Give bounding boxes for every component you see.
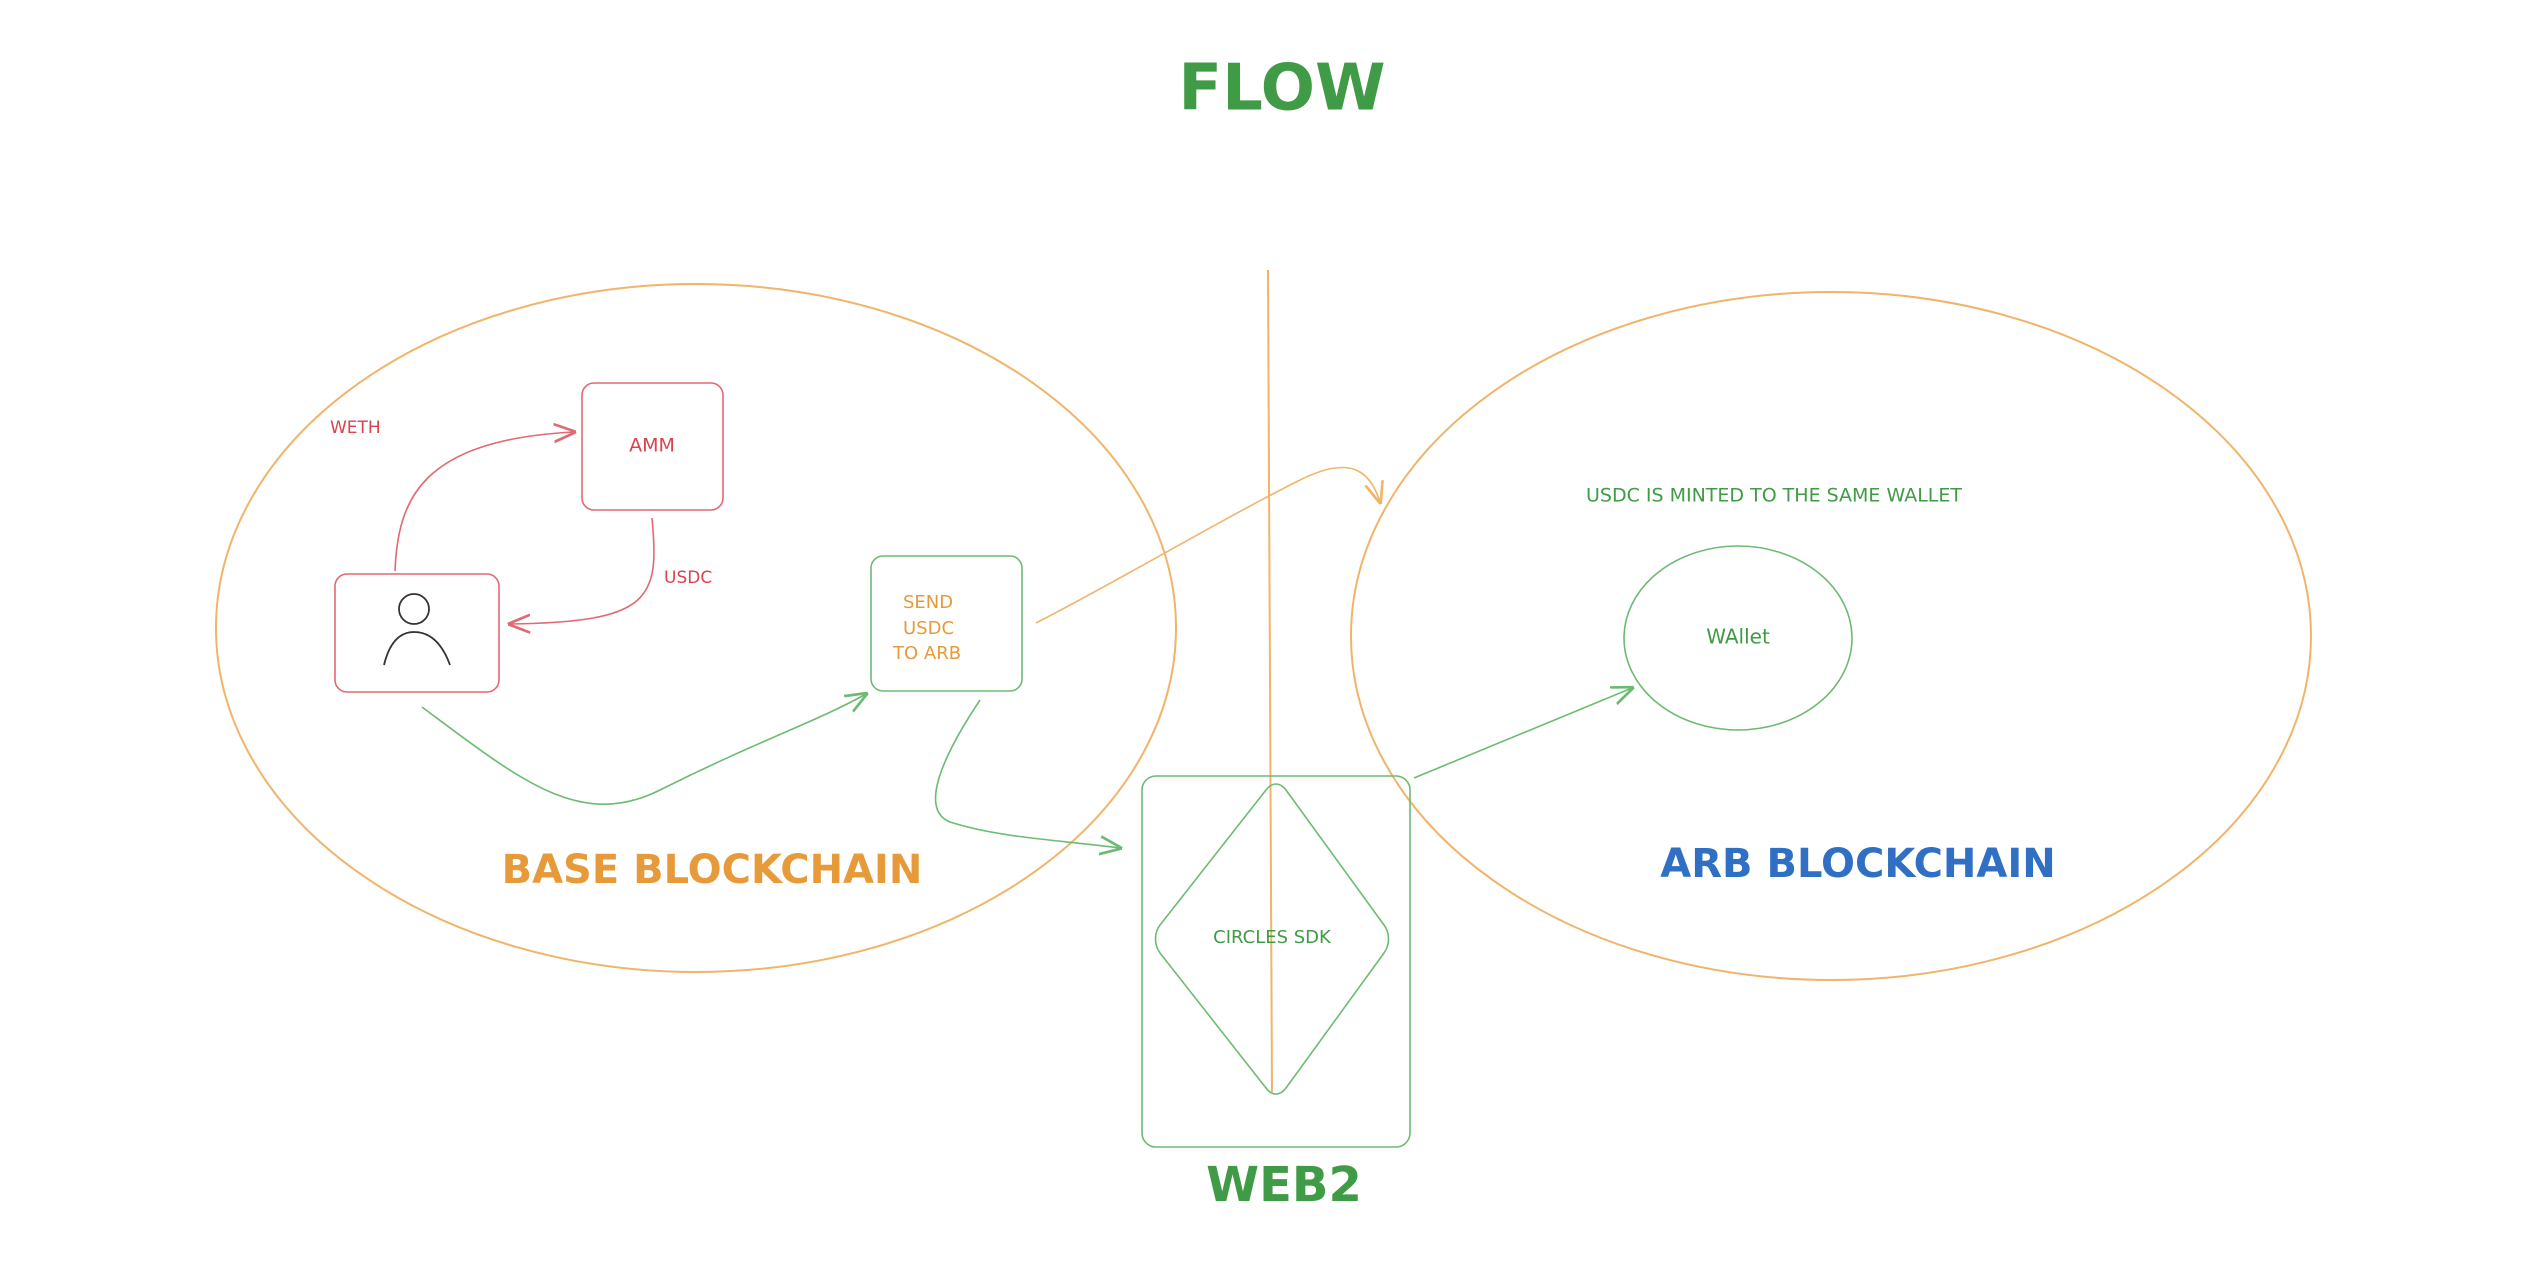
usdc-arrow	[510, 517, 655, 624]
circles-sdk-diamond	[1154, 783, 1390, 1095]
sdk-to-wallet-arrow	[1413, 688, 1632, 779]
send-usdc-label-line3: TO ARB	[892, 643, 961, 664]
user-icon	[383, 593, 451, 666]
arb-blockchain-region	[1350, 291, 2312, 981]
send-to-arb-arrow	[1035, 466, 1380, 624]
circles-sdk-label: CIRCLES SDK	[1213, 927, 1332, 948]
base-blockchain-label: BASE BLOCKCHAIN	[502, 847, 923, 893]
arb-blockchain-label: ARB BLOCKCHAIN	[1660, 841, 2055, 887]
wallet-label: WAllet	[1706, 625, 1770, 649]
divider-line	[1267, 269, 1273, 1093]
minted-note: USDC IS MINTED TO THE SAME WALLET	[1586, 485, 1962, 507]
weth-arrow	[394, 432, 574, 572]
amm-box	[581, 382, 724, 511]
send-usdc-label-line2: USDC	[903, 618, 954, 639]
send-usdc-box	[870, 555, 1023, 692]
amm-label: AMM	[629, 435, 675, 457]
weth-label: WETH	[330, 418, 381, 438]
web2-box	[1141, 775, 1411, 1148]
web2-label: WEB2	[1206, 1157, 1362, 1213]
send-usdc-label-line1: SEND	[903, 592, 953, 613]
page-title: FLOW	[1178, 52, 1385, 126]
send-to-sdk-arrow	[934, 699, 1120, 848]
base-blockchain-region	[215, 283, 1177, 973]
wallet-node	[1623, 545, 1853, 731]
user-box	[334, 573, 500, 693]
user-to-send-arrow	[421, 694, 866, 805]
usdc-label: USDC	[664, 568, 712, 588]
